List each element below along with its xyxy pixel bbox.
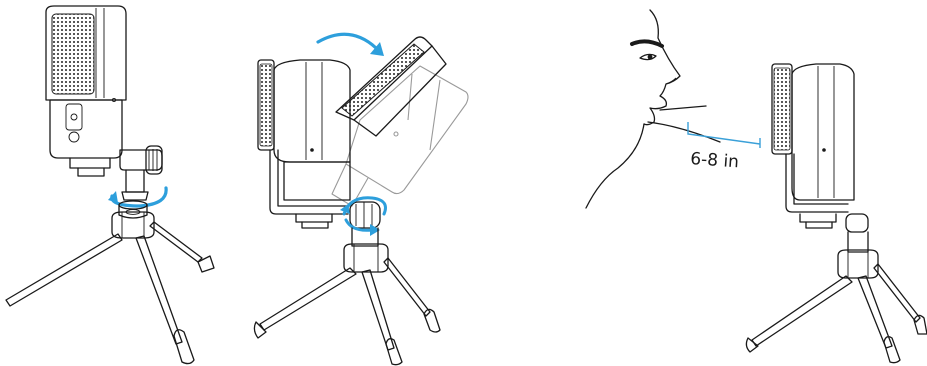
tripod-stand [5,200,215,365]
swivel-joint [340,196,387,236]
panel-attach-stand [5,5,215,365]
panel-adjust-angle [253,32,469,366]
mic-grille [51,13,95,95]
tripod-stand [253,227,441,366]
distance-label: 6-8 in [690,149,740,172]
mic-grille [259,63,273,147]
tripod-stand [745,213,927,364]
tilted-ghost-microphone [331,65,469,207]
side-microphone [771,63,855,229]
tilted-grille [335,36,447,137]
mount-knob [119,145,163,201]
rotate-clockwise-arrow [108,186,168,208]
panel-speaking-distance: 6-8 in [585,9,927,364]
microphone-body [45,5,127,177]
tilt-over-arrow [316,32,384,56]
mic-grille [773,67,791,151]
speaker-face-profile [585,9,681,209]
upright-microphone [257,59,351,229]
breath-lines [647,105,721,143]
distance-dimension [687,122,761,148]
